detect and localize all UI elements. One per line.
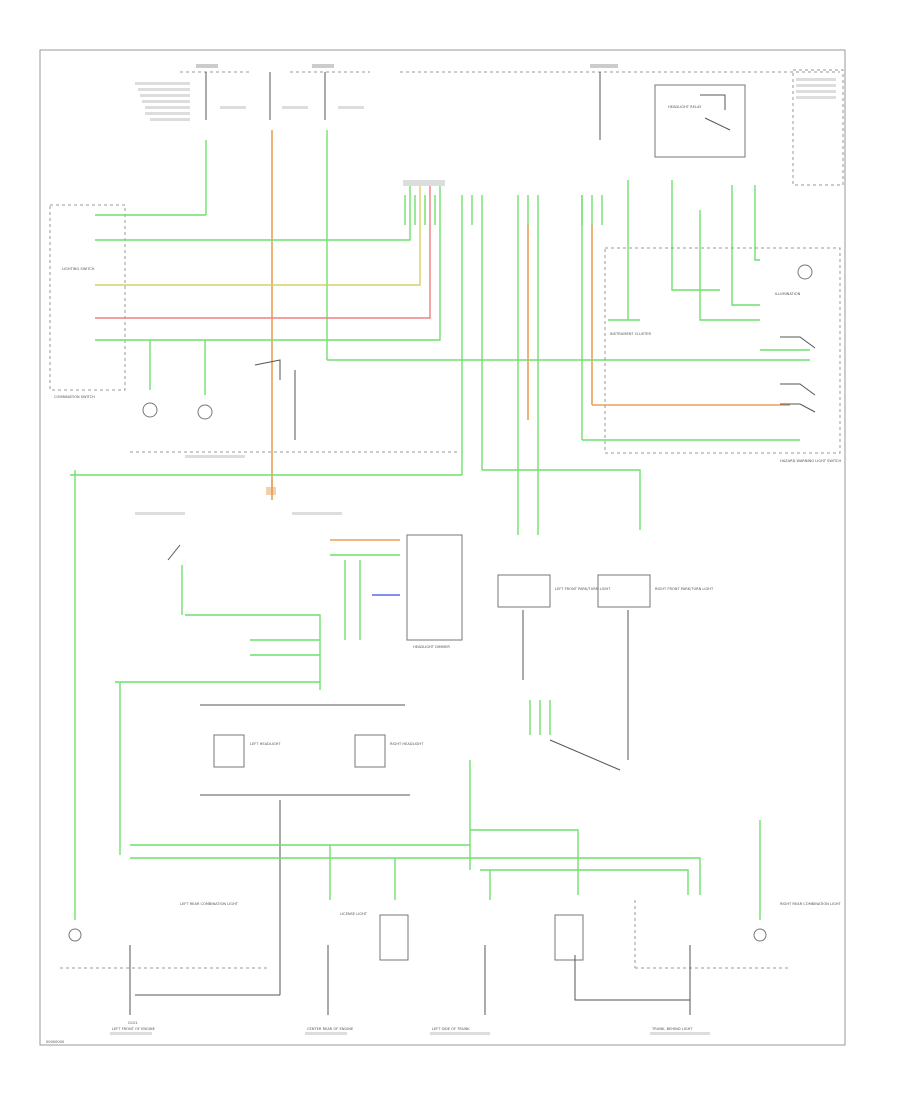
ground-labels: LEFT FRONT OF ENGINE CENTER REAR OF ENGI… [110, 1021, 710, 1035]
dimmer-switch-box [406, 534, 463, 641]
combination-switch-box [49, 204, 126, 391]
lighting-switch-label: LIGHTING SWITCH [62, 267, 95, 271]
ground-rear-label: TRUNK, BEHIND LIGHT [651, 1027, 693, 1031]
relay-label: HEADLIGHT RELAY [668, 105, 702, 109]
right-rear-bulb [753, 928, 767, 942]
ground-g-label: G101 [128, 1021, 138, 1025]
left-front-park-label: LEFT FRONT PARK/TURN LIGHT [555, 587, 611, 591]
combination-switch-label: COMBINATION SWITCH [54, 395, 95, 399]
right-headlight-bulb [354, 734, 386, 768]
indicator-left [142, 402, 158, 418]
fuses [205, 72, 601, 140]
left-rear-bulb [68, 928, 82, 942]
ground-left-label: LEFT FRONT OF ENGINE [112, 1027, 156, 1031]
right-front-combo-box [554, 914, 584, 961]
indicator-right [197, 404, 213, 420]
right-rear-label: RIGHT REAR COMBINATION LIGHT [780, 902, 842, 906]
dimmer-label: HEADLIGHT DIMMER [413, 645, 450, 649]
left-rear-label: LEFT REAR COMBINATION LIGHT [180, 902, 239, 906]
page-ref: 00000000 [46, 1040, 65, 1044]
diagram-border [39, 49, 846, 1046]
right-headlight-label: RIGHT HEADLIGHT [390, 742, 424, 746]
hazard-switch-box [604, 247, 841, 454]
hazard-label: HAZARD WARNING LIGHT SWITCH [780, 459, 841, 463]
instrument-cluster-label: INSTRUMENT CLUSTER [610, 332, 651, 336]
left-headlight-bulb [213, 734, 245, 768]
left-front-park-box [497, 574, 551, 608]
connector-block-center [403, 180, 603, 225]
license-light-label: LICENSE LIGHT [340, 912, 368, 916]
license-light-box [379, 914, 409, 961]
top-fuse-labels [180, 64, 840, 73]
illumination-label: ILLUMINATION [775, 292, 801, 296]
headlight-relay-box [654, 84, 746, 158]
fuse-notes-left [135, 82, 190, 121]
ground-center-label: CENTER REAR OF ENGINE [307, 1027, 354, 1031]
instrument-cluster-box [792, 69, 844, 186]
right-front-park-box [597, 574, 651, 608]
illumination-bulb [797, 264, 813, 280]
left-headlight-label: LEFT HEADLIGHT [250, 742, 281, 746]
right-front-park-label: RIGHT FRONT PARK/TURN LIGHT [655, 587, 714, 591]
ground-trunk-label: LEFT SIDE OF TRUNK [432, 1027, 470, 1031]
